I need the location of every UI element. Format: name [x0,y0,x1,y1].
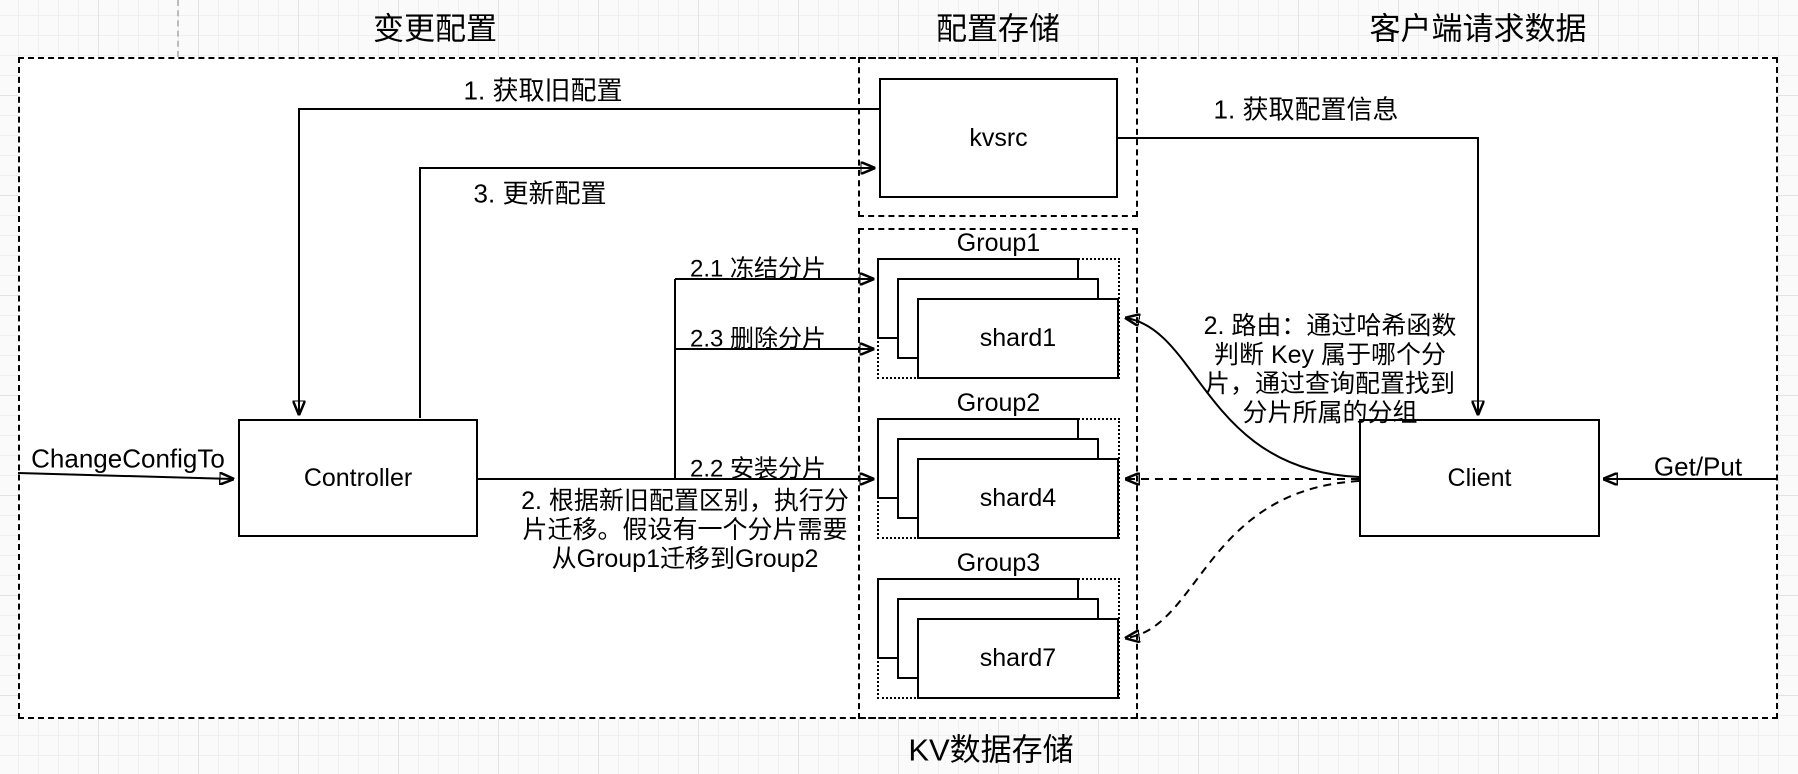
routing-note-line2: 判断 Key 属于哪个分 [1214,341,1446,369]
migration-note-line3: 从Group1迁移到Group2 [551,545,819,573]
shard1-label: shard1 [979,324,1057,352]
kvsrc-label: kvsrc [969,123,1028,152]
label-get-put: Get/Put [1653,451,1743,482]
routing-note-line4: 分片所属的分组 [1242,399,1418,427]
routing-note-line1: 2. 路由：通过哈希函数 [1203,312,1457,340]
label-change-config-to: ChangeConfigTo [31,443,225,474]
routing-note-line3: 片，通过查询配置找到 [1204,370,1456,398]
title-kv-storage: KV数据存储 [908,732,1074,768]
group2-label: Group2 [956,389,1041,417]
shard4-label: shard4 [979,484,1057,512]
title-client-request: 客户端请求数据 [1369,11,1587,47]
client-node[interactable]: Client [1359,419,1600,537]
group1-stack[interactable]: Group1 shard1 [877,230,1120,379]
label-install-shard: 2.2 安装分片 [689,455,827,483]
label-get-config-info: 1. 获取配置信息 [1213,94,1399,125]
controller-node[interactable]: Controller [238,419,478,537]
title-change-config: 变更配置 [373,11,497,47]
routing-note: 2. 路由：通过哈希函数 判断 Key 属于哪个分 片，通过查询配置找到 分片所… [1204,312,1457,428]
group1-label: Group1 [956,229,1041,257]
group2-shard-node[interactable]: shard4 [917,458,1119,539]
page-boundary-guide [177,0,179,57]
label-freeze-shard: 2.1 冻结分片 [689,255,827,283]
label-get-old-config: 1. 获取旧配置 [463,75,623,106]
controller-label: Controller [303,463,413,492]
group3-stack[interactable]: Group3 shard7 [877,550,1120,699]
kvsrc-node[interactable]: kvsrc [879,78,1118,198]
migration-note-line2: 片迁移。假设有一个分片需要 [522,516,848,544]
group3-shard-node[interactable]: shard7 [917,618,1119,699]
label-update-config: 3. 更新配置 [473,178,607,209]
title-config-store: 配置存储 [936,11,1060,47]
migration-note-line1: 2. 根据新旧配置区别，执行分 [521,487,849,515]
shard7-label: shard7 [979,644,1057,672]
migration-note: 2. 根据新旧配置区别，执行分 片迁移。假设有一个分片需要 从Group1迁移到… [521,487,849,574]
group2-stack[interactable]: Group2 shard4 [877,390,1120,539]
group1-shard-node[interactable]: shard1 [917,298,1119,379]
label-delete-shard: 2.3 删除分片 [689,325,827,353]
client-label: Client [1447,463,1512,492]
group3-label: Group3 [956,549,1041,577]
